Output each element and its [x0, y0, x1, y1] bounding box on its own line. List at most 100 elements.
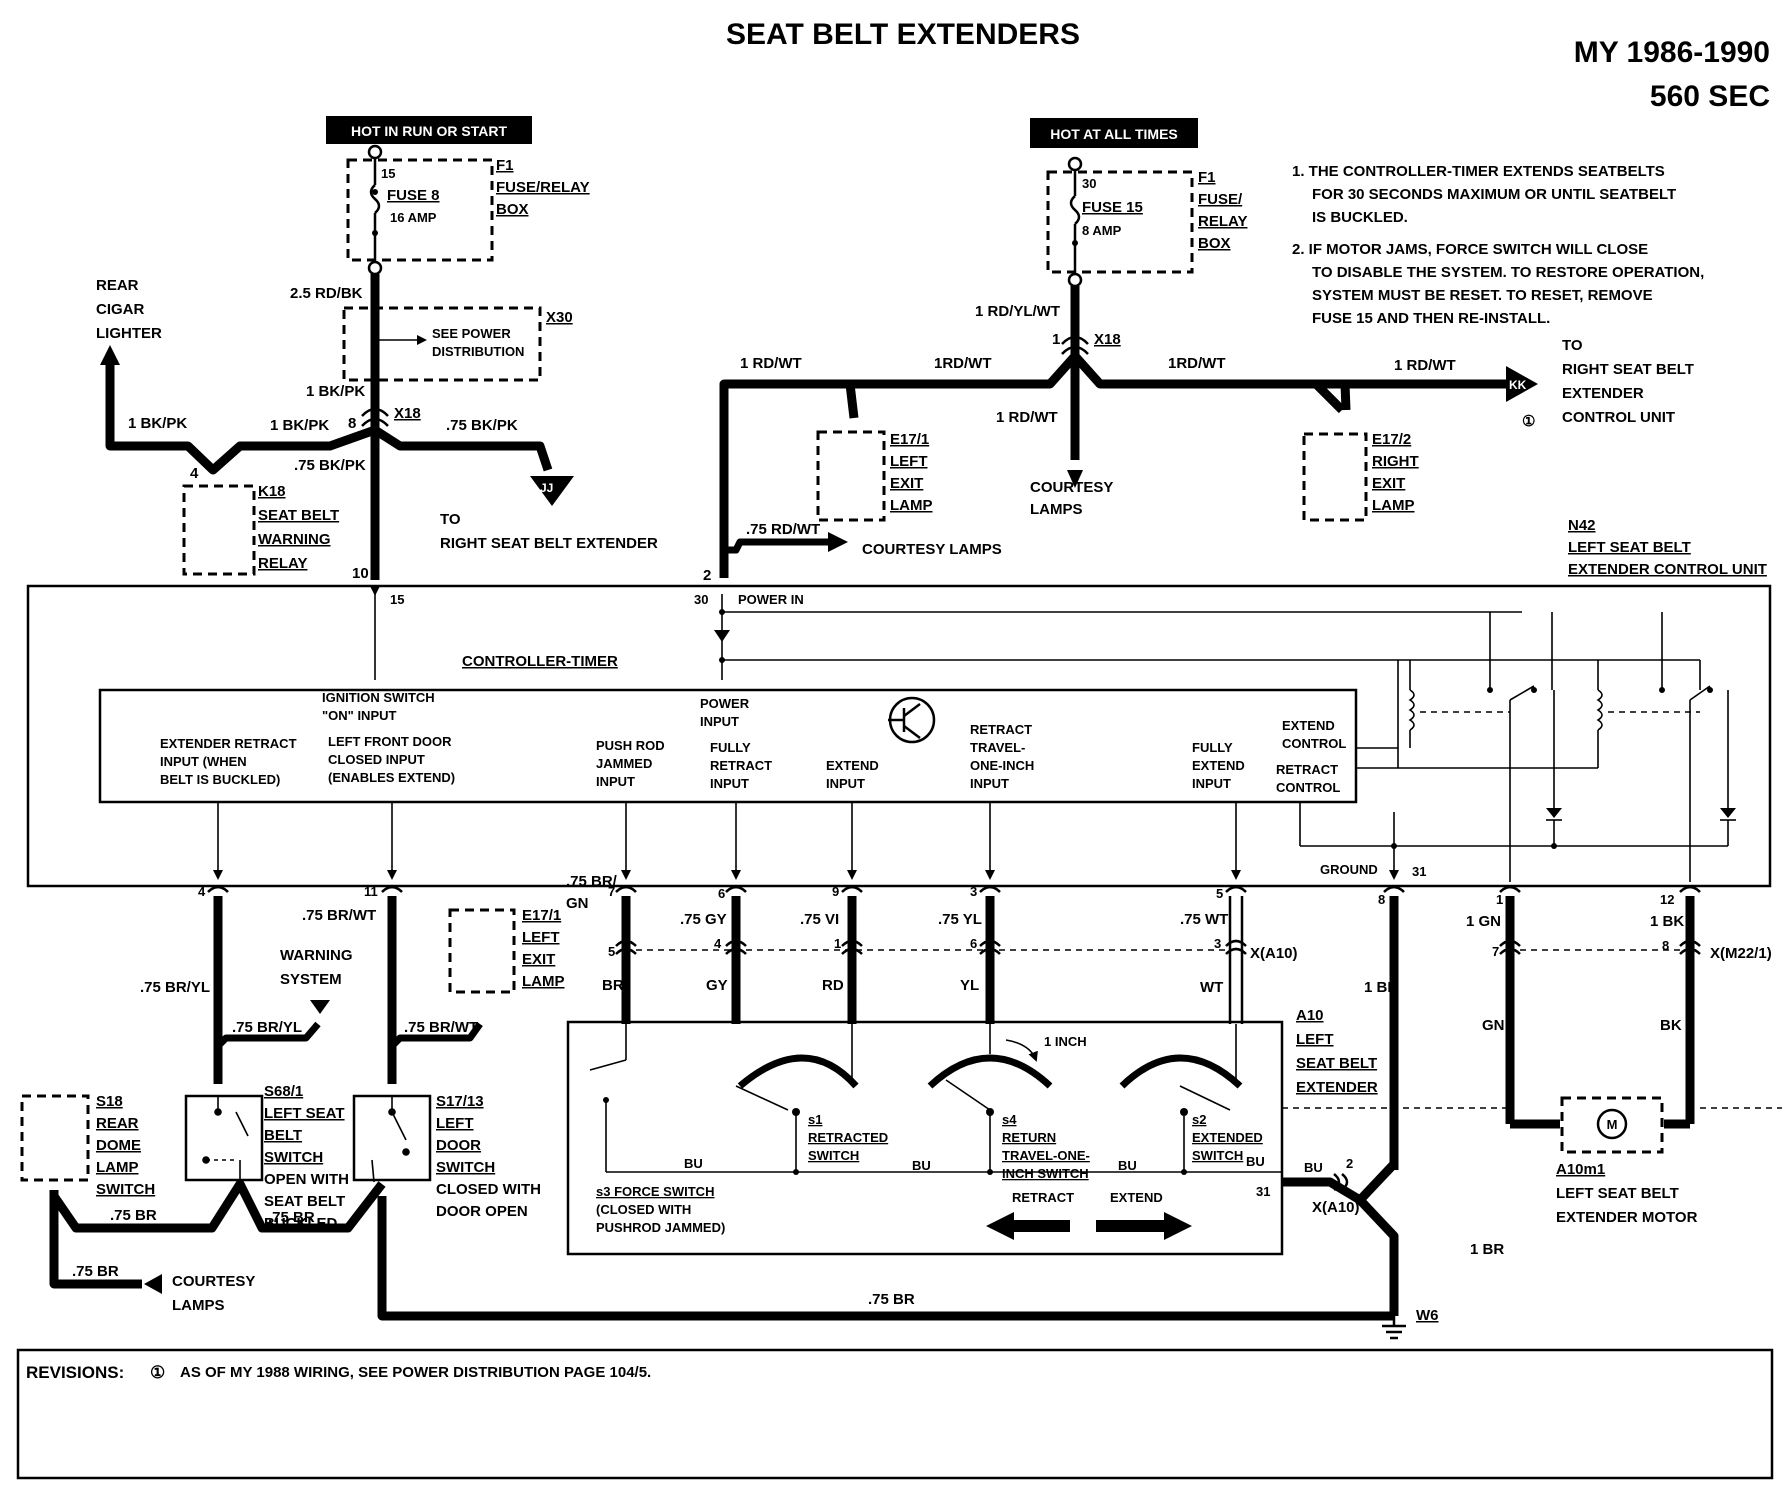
svg-text:1 BR: 1 BR [1364, 979, 1398, 996]
svg-text:TRAVEL-: TRAVEL- [970, 740, 1025, 755]
svg-text:7: 7 [1492, 944, 1499, 959]
s18-label: S18 [96, 1093, 123, 1110]
revisions-box [16, 1348, 1774, 1480]
s18-label4: LAMP [96, 1159, 139, 1176]
courtesy-lamps-line: COURTESY LAMPS [862, 541, 1002, 558]
kk-connector: KK [1509, 378, 1527, 392]
svg-text:JAMMED: JAMMED [596, 756, 652, 771]
notes: 1. THE CONTROLLER-TIMER EXTENDS SEATBELT… [1292, 163, 1704, 327]
svg-text:(ENABLES EXTEND): (ENABLES EXTEND) [328, 770, 455, 785]
k18-label2: SEAT BELT [258, 507, 339, 524]
relay-section [1299, 612, 1736, 882]
cigar-text3: LIGHTER [96, 325, 162, 342]
fuse15-box-label2: FUSE/ [1198, 191, 1243, 208]
kk-text4: CONTROL UNIT [1562, 409, 1675, 426]
svg-text:3: 3 [1214, 936, 1221, 951]
s18-label2: REAR [96, 1115, 139, 1132]
s1713-label6: DOOR OPEN [436, 1203, 528, 1220]
pin-30: 30 [694, 592, 708, 607]
wire-label-75brwt-b: .75 BR/WT [404, 1019, 478, 1036]
wire-label-1rdwt-e: 1 RD/WT [996, 409, 1058, 426]
s681-label: S68/1 [264, 1083, 303, 1100]
s681-switch-contacts [202, 1096, 249, 1182]
e172-label4: LAMP [1372, 497, 1415, 514]
k18-label3: WARNING [258, 531, 331, 548]
svg-text:EXTEND: EXTEND [826, 758, 879, 773]
a10-label3: SEAT BELT [1296, 1055, 1377, 1072]
pin-2: 2 [703, 567, 711, 584]
x30-text2: DISTRIBUTION [432, 344, 524, 359]
a10-internal [589, 1024, 1782, 1175]
diagram-title: SEAT BELT EXTENDERS [726, 18, 1080, 51]
svg-text:GN: GN [1482, 1017, 1505, 1034]
pin-a10-31: 31 [1256, 1184, 1270, 1199]
svg-text:5: 5 [1216, 886, 1223, 901]
x30-box [342, 306, 542, 382]
svg-text:FULLY: FULLY [1192, 740, 1233, 755]
bu-label-4: BU [1246, 1154, 1265, 1169]
right-ext-text2: RIGHT SEAT BELT EXTENDER [440, 535, 658, 552]
svg-text:RETRACT: RETRACT [710, 758, 772, 773]
fuse15-box [1046, 170, 1194, 274]
svg-text:1 BR: 1 BR [1470, 1241, 1504, 1258]
svg-text:POWER: POWER [700, 696, 750, 711]
ground-icon [1382, 1316, 1406, 1340]
bu-label-1: BU [684, 1156, 703, 1171]
svg-text:GY: GY [706, 977, 728, 994]
x-m22-label: X(M22/1) [1710, 945, 1772, 962]
s4-label2: RETURN [1002, 1130, 1056, 1145]
kk-note: ① [1522, 413, 1535, 430]
hot-run-start-label: HOT IN RUN OR START [351, 123, 508, 139]
svg-text:4: 4 [198, 884, 206, 899]
courtesy-bottom-1: COURTESY [172, 1273, 255, 1290]
kk-text2: RIGHT SEAT BELT [1562, 361, 1694, 378]
s681-label5: OPEN WITH [264, 1171, 349, 1188]
svg-text:INPUT: INPUT [596, 774, 635, 789]
motor-label2: LEFT SEAT BELT [1556, 1185, 1679, 1202]
svg-text:EXTEND: EXTEND [1192, 758, 1245, 773]
svg-text:IS BUCKLED.: IS BUCKLED. [1312, 209, 1408, 226]
pin-ground-31: 31 [1412, 864, 1426, 879]
controller-input-labels: EXTENDER RETRACT INPUT (WHEN BELT IS BUC… [160, 690, 1346, 795]
x18-right-label: X18 [1094, 331, 1121, 348]
fuse8-box [346, 158, 494, 262]
pin-10: 10 [352, 565, 369, 582]
svg-text:IGNITION SWITCH: IGNITION SWITCH [322, 690, 435, 705]
wire-label-1rdwt-a: 1 RD/WT [740, 355, 802, 372]
s681-label4: SWITCH [264, 1149, 323, 1166]
fuse8-box-label2: FUSE/RELAY [496, 179, 590, 196]
n42-label3: EXTENDER CONTROL UNIT [1568, 561, 1767, 578]
wire-label-75brwt: .75 BR/WT [302, 907, 376, 924]
s3-label: s3 FORCE SWITCH [596, 1184, 714, 1199]
a10-label4: EXTENDER [1296, 1079, 1378, 1096]
svg-text:CLOSED INPUT: CLOSED INPUT [328, 752, 425, 767]
svg-text:ONE-INCH: ONE-INCH [970, 758, 1034, 773]
kk-text1: TO [1562, 337, 1583, 354]
controller-input-lines [213, 802, 1399, 880]
connector-pins: 4 11 7 6 9 3 5 8 1 12 5 4 1 6 3 7 8 [198, 884, 1674, 959]
svg-text:8: 8 [1378, 892, 1385, 907]
n42-control-unit [26, 584, 1772, 888]
svg-text:1. THE CONTROLLER-TIMER EXTEND: 1. THE CONTROLLER-TIMER EXTENDS SEATBELT… [1292, 163, 1665, 180]
svg-text:6: 6 [970, 936, 977, 951]
a10-extender-box [566, 1020, 1284, 1256]
fuse15-name: FUSE 15 [1082, 199, 1143, 216]
s1-label3: SWITCH [808, 1148, 859, 1163]
bu-label-5: BU [1304, 1160, 1323, 1175]
power-in: POWER IN [738, 592, 804, 607]
w6-label: W6 [1416, 1307, 1439, 1324]
svg-text:INPUT: INPUT [1192, 776, 1231, 791]
warning-system-text1: WARNING [280, 947, 353, 964]
fuse15-box-label3: RELAY [1198, 213, 1247, 230]
x-a10-label-b: X(A10) [1312, 1199, 1360, 1216]
svg-text:INPUT: INPUT [700, 714, 739, 729]
jj-connector: JJ [540, 481, 553, 495]
extend-label: EXTEND [1110, 1190, 1163, 1205]
e171b-label2: LEFT [522, 929, 560, 946]
fuse8-box-label3: BOX [496, 201, 529, 218]
wire-label-1rdwt-b: 1RD/WT [934, 355, 992, 372]
e171b-label3: EXIT [522, 951, 555, 968]
svg-text:9: 9 [832, 884, 839, 899]
revisions-text: AS OF MY 1988 WIRING, SEE POWER DISTRIBU… [180, 1364, 651, 1381]
bu-label-2: BU [912, 1158, 931, 1173]
